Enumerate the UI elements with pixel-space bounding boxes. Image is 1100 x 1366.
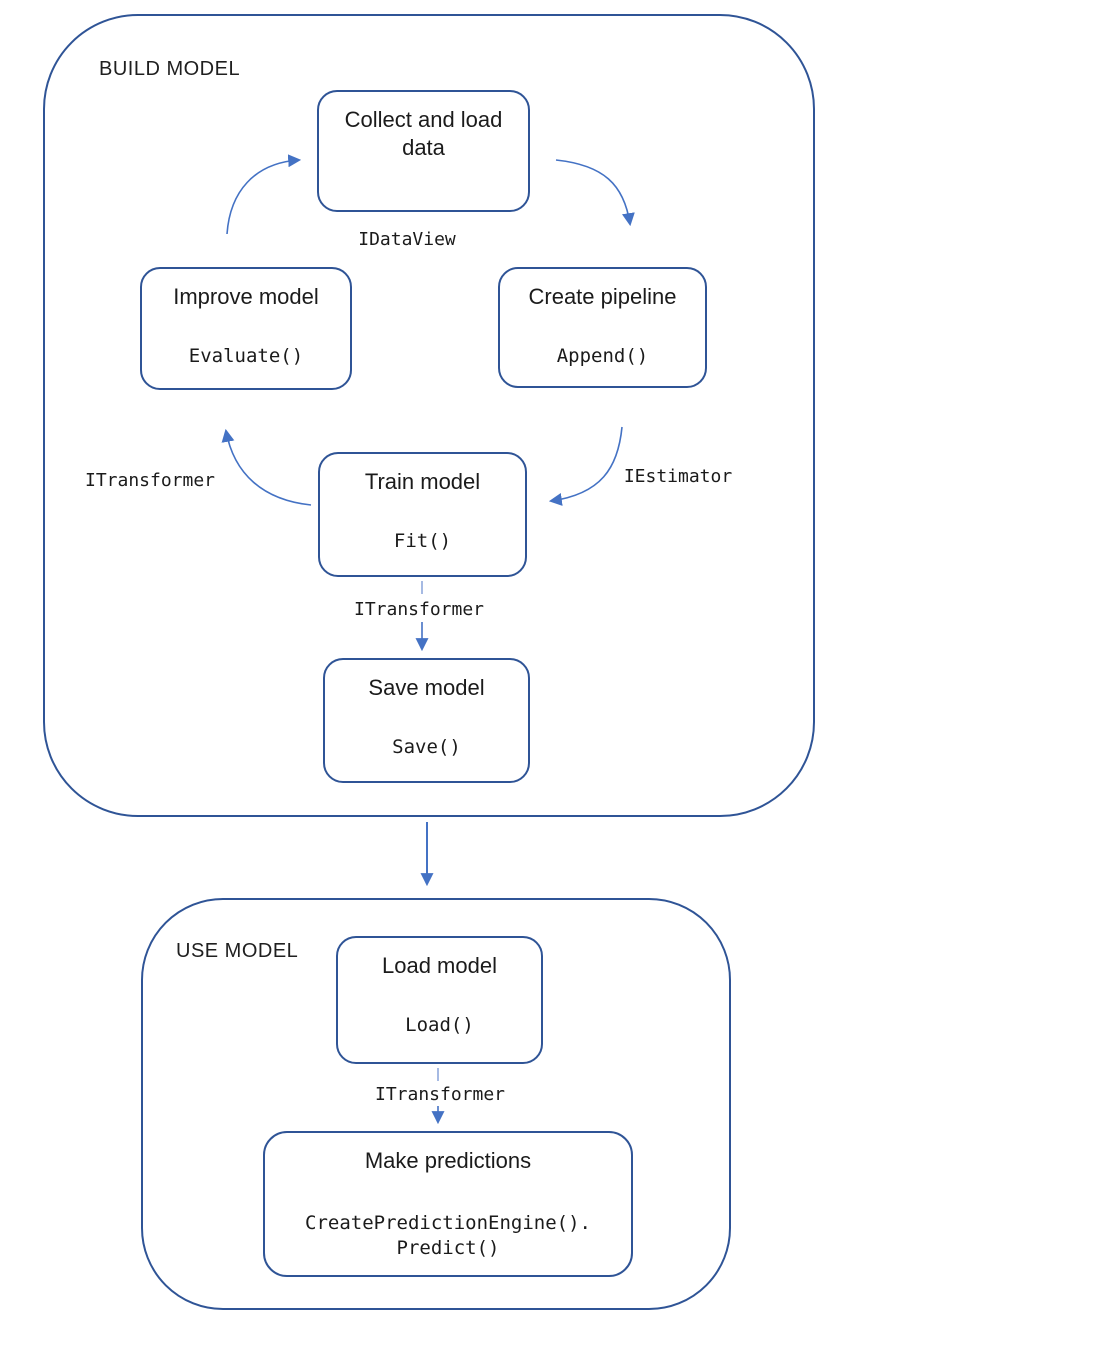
- label-idataview: IDataView: [355, 229, 459, 250]
- label-iestimator: IEstimator: [620, 466, 736, 487]
- box-title: Save model: [368, 675, 485, 700]
- box-improve-model: Improve model Evaluate(): [140, 267, 352, 390]
- label-itransformer-train-save: ITransformer: [350, 599, 488, 620]
- box-train-model: Train model Fit(): [318, 452, 527, 577]
- box-method: Append(): [556, 344, 649, 367]
- box-title: Train model: [364, 469, 481, 494]
- build-model-container: [43, 14, 815, 817]
- box-save-model: Save model Save(): [323, 658, 530, 783]
- use-model-label: USE MODEL: [176, 940, 299, 962]
- box-create-pipeline: Create pipeline Append(): [498, 267, 707, 388]
- box-title: Create pipeline: [528, 284, 677, 309]
- label-itransformer-load-predict: ITransformer: [371, 1084, 509, 1105]
- box-load-model: Load model Load(): [336, 936, 543, 1064]
- box-method: Save(): [392, 735, 461, 758]
- build-model-label: BUILD MODEL: [99, 58, 241, 80]
- box-title: Load model: [382, 953, 497, 978]
- box-method: CreatePredictionEngine(). Predict(): [305, 1211, 591, 1259]
- box-collect-and-load-data: Collect and load data: [317, 90, 530, 212]
- use-model-container: [141, 898, 731, 1310]
- box-title: Collect and load data: [344, 107, 503, 160]
- box-method: Load(): [405, 1013, 474, 1036]
- box-title: Make predictions: [364, 1148, 532, 1173]
- box-method: Fit(): [393, 529, 452, 552]
- box-title: Improve model: [173, 284, 319, 309]
- label-itransformer-train-improve: ITransformer: [81, 470, 219, 491]
- box-make-predictions: Make predictions CreatePredictionEngine(…: [263, 1131, 633, 1277]
- box-method: Evaluate(): [188, 344, 304, 367]
